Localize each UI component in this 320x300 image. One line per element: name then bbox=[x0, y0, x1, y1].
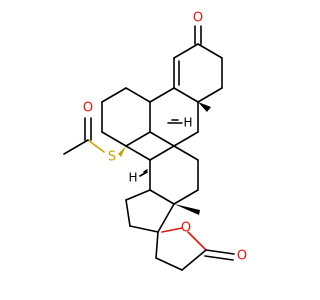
carbonyl-bond bbox=[205, 249, 235, 255]
bond bbox=[101, 87, 127, 103]
bond bbox=[173, 131, 199, 147]
ring-o-bond-2 bbox=[161, 227, 183, 233]
h8-label: H bbox=[128, 171, 137, 185]
ring-o-bond bbox=[187, 231, 207, 251]
structure-diagram: O H S O bbox=[63, 11, 247, 271]
c10-methyl-wedge bbox=[198, 102, 211, 112]
bond bbox=[149, 145, 175, 161]
s-c-bond bbox=[87, 139, 105, 153]
ring-oxygen: O bbox=[181, 221, 191, 236]
spiro-lactone: O O bbox=[155, 221, 247, 271]
bond bbox=[173, 43, 199, 59]
bond bbox=[155, 257, 183, 271]
bond bbox=[149, 189, 175, 205]
ring-d bbox=[125, 189, 175, 233]
bond bbox=[125, 145, 151, 161]
bond bbox=[173, 189, 199, 205]
bond bbox=[181, 249, 207, 271]
h9-label: H bbox=[183, 116, 192, 130]
bond bbox=[173, 87, 199, 103]
sulfur-atom: S bbox=[108, 150, 116, 165]
carbonyl-bond-2 bbox=[204, 255, 234, 261]
thioester-oxygen: O bbox=[83, 101, 93, 116]
bond bbox=[157, 203, 175, 233]
c13-methyl-wedge bbox=[174, 204, 200, 215]
h8-hash bbox=[139, 169, 148, 177]
bond bbox=[149, 87, 175, 103]
ring-a bbox=[173, 43, 223, 103]
h9-hash bbox=[167, 119, 183, 124]
thioacetate: S O bbox=[63, 101, 126, 165]
bond bbox=[173, 145, 199, 161]
bond bbox=[149, 131, 175, 147]
molecule-canvas: O H S O bbox=[63, 11, 247, 271]
bond bbox=[125, 189, 151, 201]
bond bbox=[155, 231, 159, 259]
bond bbox=[125, 199, 131, 227]
bond bbox=[129, 225, 159, 233]
bond bbox=[101, 131, 127, 147]
bond bbox=[197, 43, 223, 59]
bond bbox=[125, 87, 151, 103]
bond bbox=[197, 87, 223, 103]
ring-b bbox=[101, 87, 199, 147]
c7-s-hash bbox=[118, 146, 126, 157]
bond bbox=[125, 131, 151, 147]
c-ch3-bond bbox=[63, 139, 89, 155]
lactone-carbonyl-oxygen: O bbox=[237, 249, 247, 264]
ring-c bbox=[125, 145, 199, 205]
ketone-oxygen: O bbox=[193, 11, 203, 26]
